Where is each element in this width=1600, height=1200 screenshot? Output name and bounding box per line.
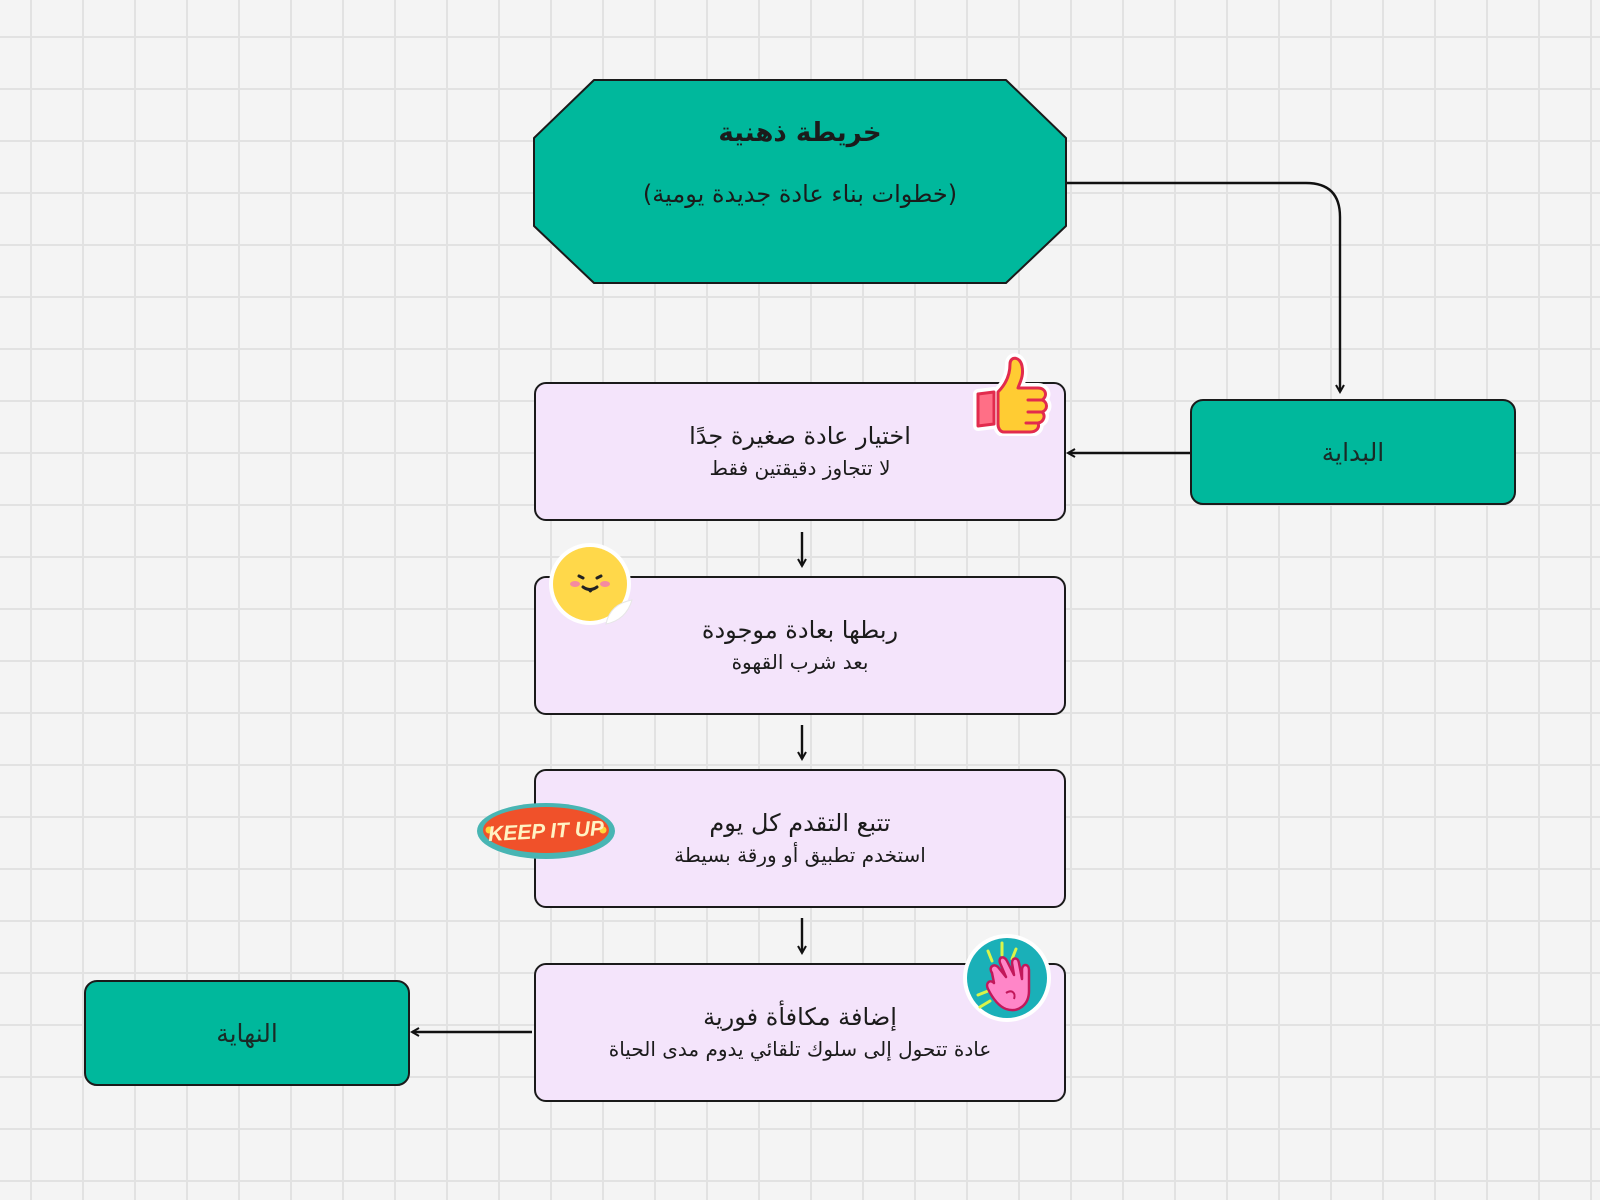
step-1-title: اختيار عادة صغيرة جدًا xyxy=(689,422,911,451)
keep-it-up-sticker-icon: KEEP IT UP xyxy=(477,803,615,859)
step-3-subtitle: استخدم تطبيق أو ورقة بسيطة xyxy=(674,842,926,867)
diagram-subtitle: (خطوات بناء عادة جديدة يومية) xyxy=(642,180,958,208)
end-node[interactable]: النهاية xyxy=(84,980,410,1086)
step-2-node[interactable]: ربطها بعادة موجودة بعد شرب القهوة xyxy=(534,576,1066,715)
step-1-node[interactable]: اختيار عادة صغيرة جدًا لا تتجاوز دقيقتين… xyxy=(534,382,1066,521)
clapping-hands-sticker-icon xyxy=(963,934,1051,1022)
connector-title-to-start xyxy=(1066,181,1340,392)
step-3-node[interactable]: تتبع التقدم كل يوم استخدم تطبيق أو ورقة … xyxy=(534,769,1066,908)
step-3-title: تتبع التقدم كل يوم xyxy=(709,809,891,838)
end-label: النهاية xyxy=(216,1018,278,1048)
step-4-subtitle: عادة تتحول إلى سلوك تلقائي يدوم مدى الحي… xyxy=(608,1036,992,1061)
step-2-subtitle: بعد شرب القهوة xyxy=(731,649,869,674)
start-node[interactable]: البداية xyxy=(1190,399,1516,505)
start-label: البداية xyxy=(1321,437,1385,467)
smiley-face-sticker-icon xyxy=(549,543,633,625)
step-4-title: إضافة مكافأة فورية xyxy=(703,1003,897,1032)
title-octagon xyxy=(533,79,1067,284)
step-2-title: ربطها بعادة موجودة xyxy=(701,616,899,645)
step-1-subtitle: لا تتجاوز دقيقتين فقط xyxy=(709,455,891,480)
diagram-title: خريطة ذهنية xyxy=(718,118,882,148)
thumbs-up-sticker-icon xyxy=(973,353,1052,436)
